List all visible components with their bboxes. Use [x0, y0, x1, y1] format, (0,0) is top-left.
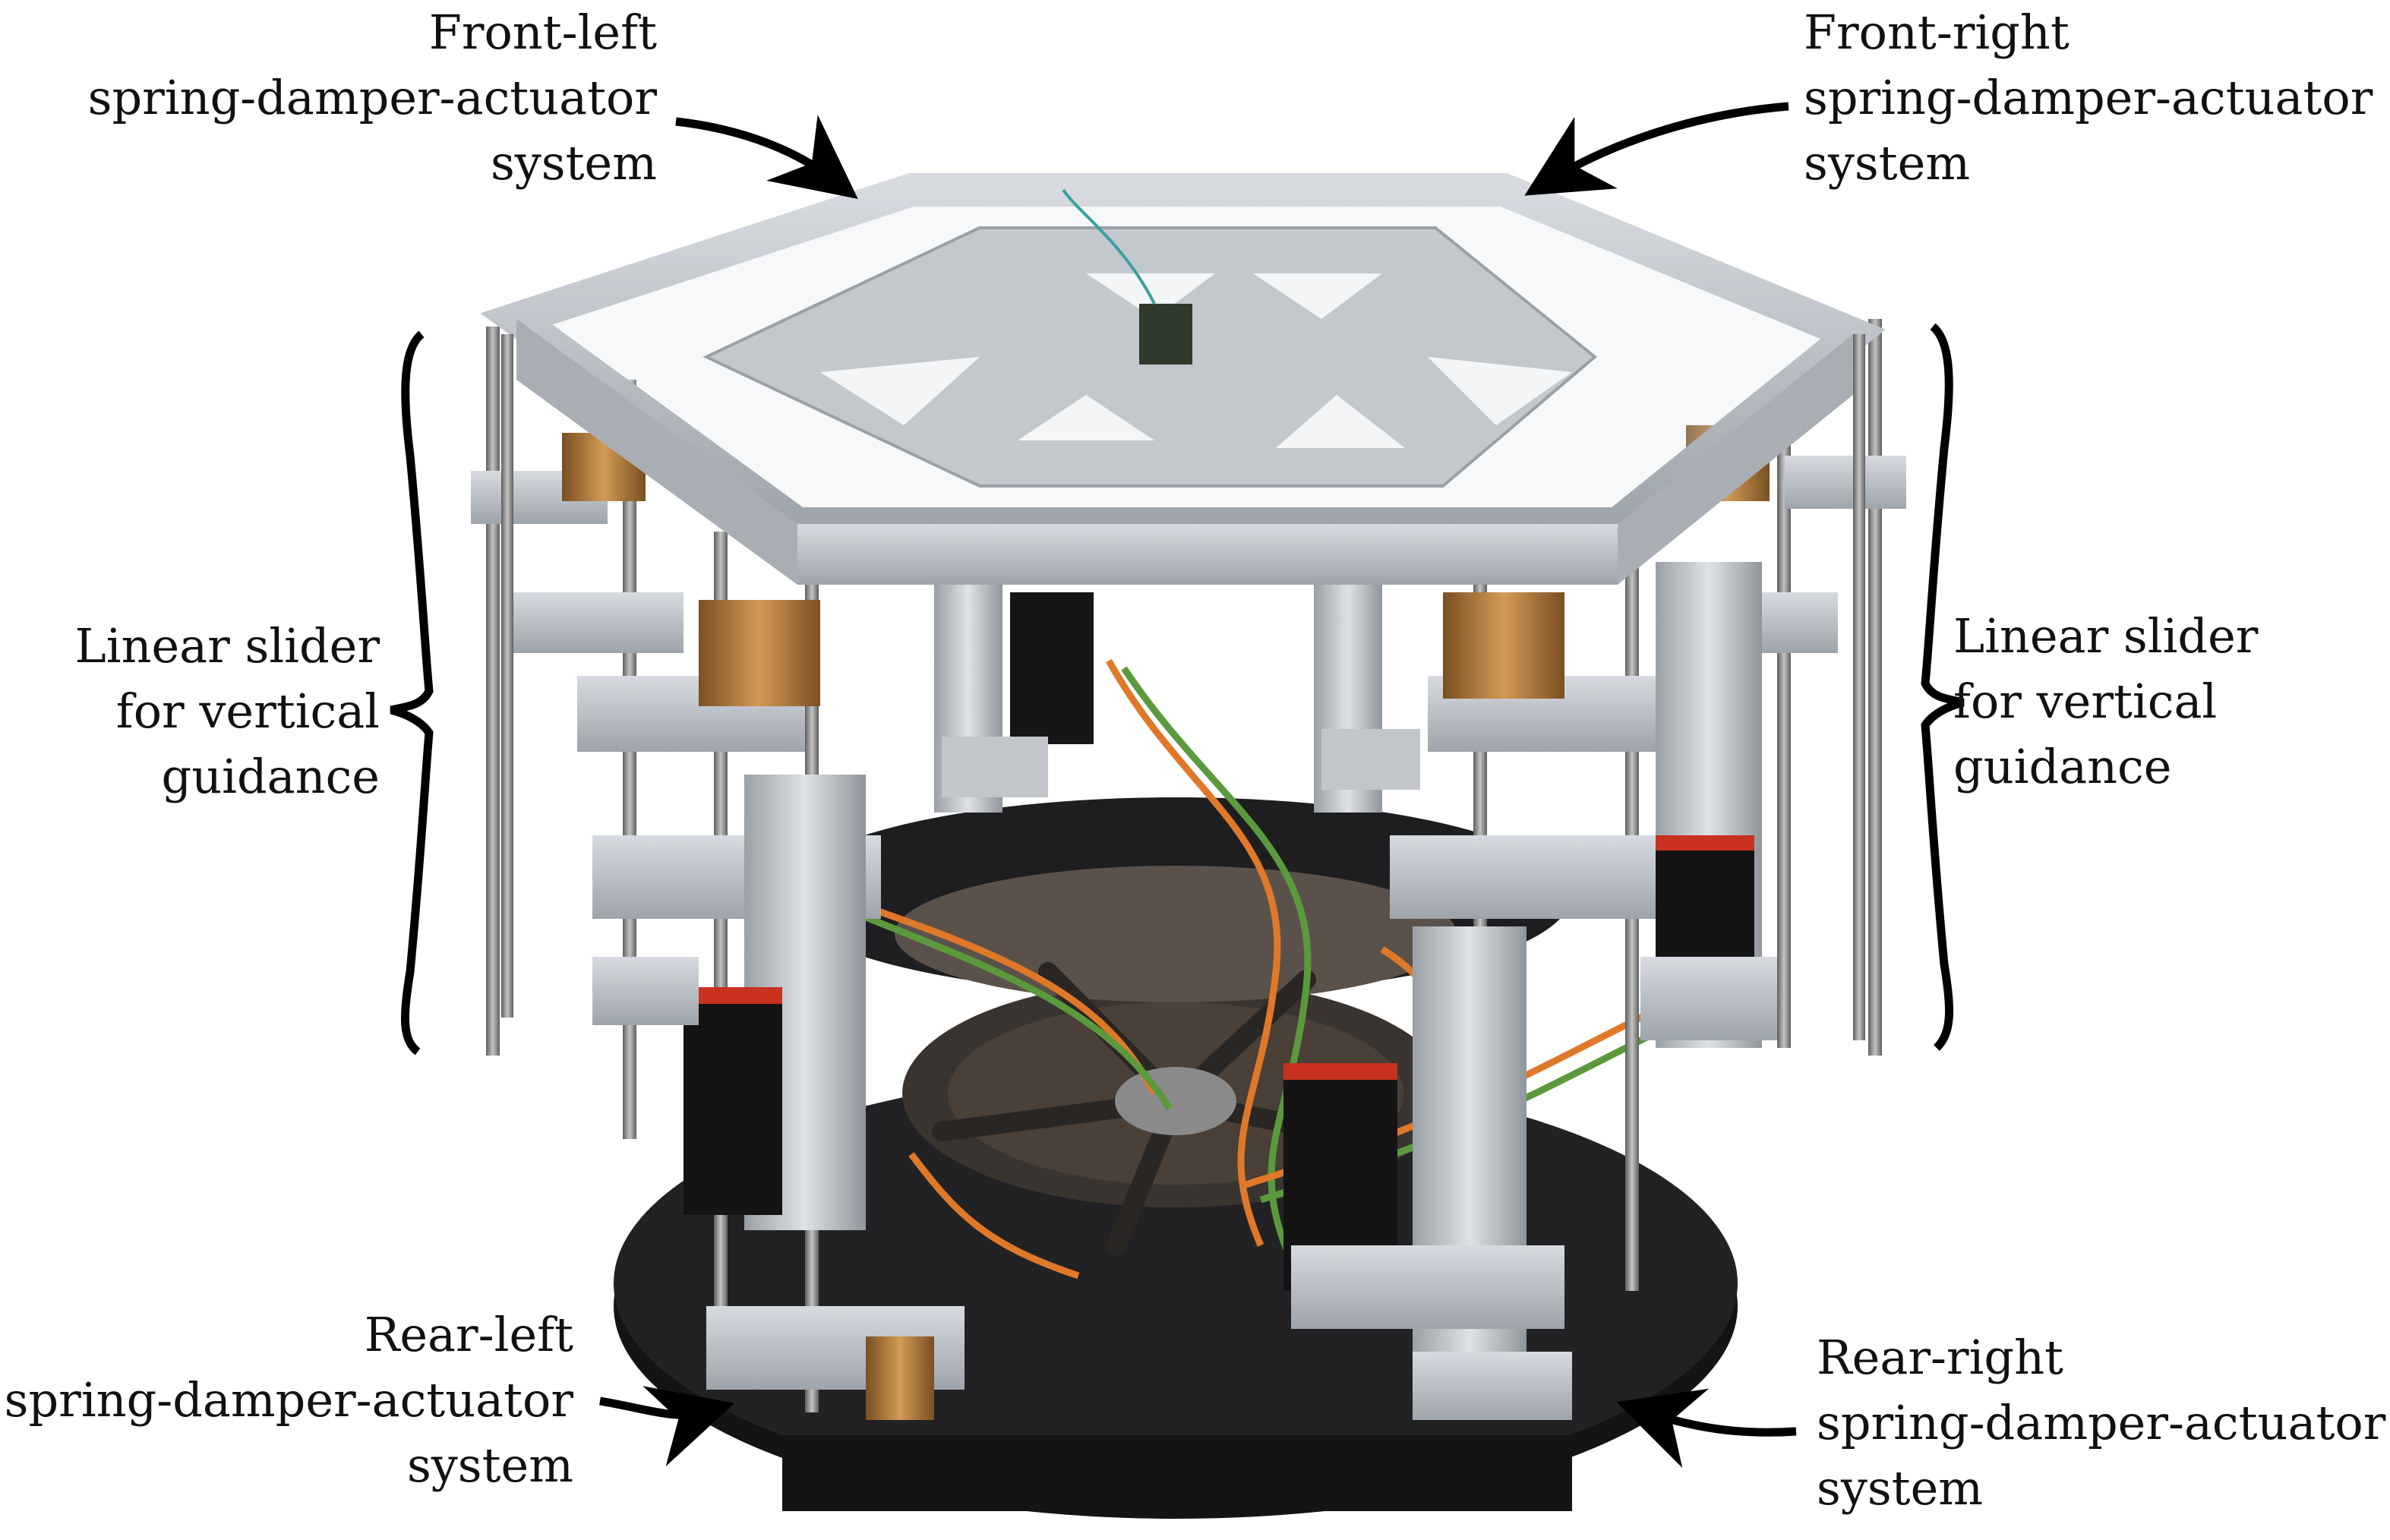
left-actuator-column — [471, 327, 965, 1420]
rear-actuators — [934, 554, 1420, 813]
arrow-front-right — [1524, 102, 1789, 196]
arrow-front-left — [675, 115, 858, 200]
label-linear-slider-left: Linear slider for vertical guidance — [46, 614, 380, 809]
label-front-right: Front-right spring-damper-actuator syste… — [1804, 0, 2373, 196]
brace-right — [1921, 323, 1965, 1051]
label-line: Linear slider — [74, 618, 380, 674]
label-line: Linear slider — [1953, 608, 2259, 664]
label-line: system — [490, 135, 657, 191]
label-line: for vertical — [115, 683, 380, 739]
label-rear-right: Rear-right spring-damper-actuator system — [1817, 1325, 2385, 1521]
arrow-rear-right — [1616, 1388, 1797, 1469]
hexagonal-top-frame — [480, 173, 1886, 585]
label-line: system — [406, 1437, 573, 1493]
outer-guide-rods — [501, 334, 1865, 1040]
brace-left — [390, 330, 434, 1056]
label-line: guidance — [161, 749, 380, 804]
label-line: for vertical — [1953, 674, 2218, 729]
label-line: guidance — [1953, 739, 2172, 794]
label-line: spring-damper-actuator — [1817, 1395, 2386, 1450]
label-line: spring-damper-actuator — [87, 70, 657, 125]
label-line: Rear-left — [364, 1307, 573, 1362]
label-front-left: Front-left spring-damper-actuator system — [0, 0, 657, 196]
label-line: spring-damper-actuator — [1804, 70, 2373, 125]
label-rear-left: Rear-left spring-damper-actuator system — [0, 1302, 573, 1498]
label-line: Front-left — [428, 5, 657, 60]
arrow-rear-left — [599, 1386, 735, 1466]
label-line: system — [1817, 1460, 1984, 1516]
right-actuator-column — [1283, 319, 1906, 1420]
label-linear-slider-right: Linear slider for vertical guidance — [1953, 604, 2258, 800]
label-line: Front-right — [1804, 5, 2070, 60]
label-line: system — [1804, 135, 1971, 191]
label-line: Rear-right — [1817, 1330, 2063, 1385]
label-line: spring-damper-actuator — [4, 1372, 573, 1428]
